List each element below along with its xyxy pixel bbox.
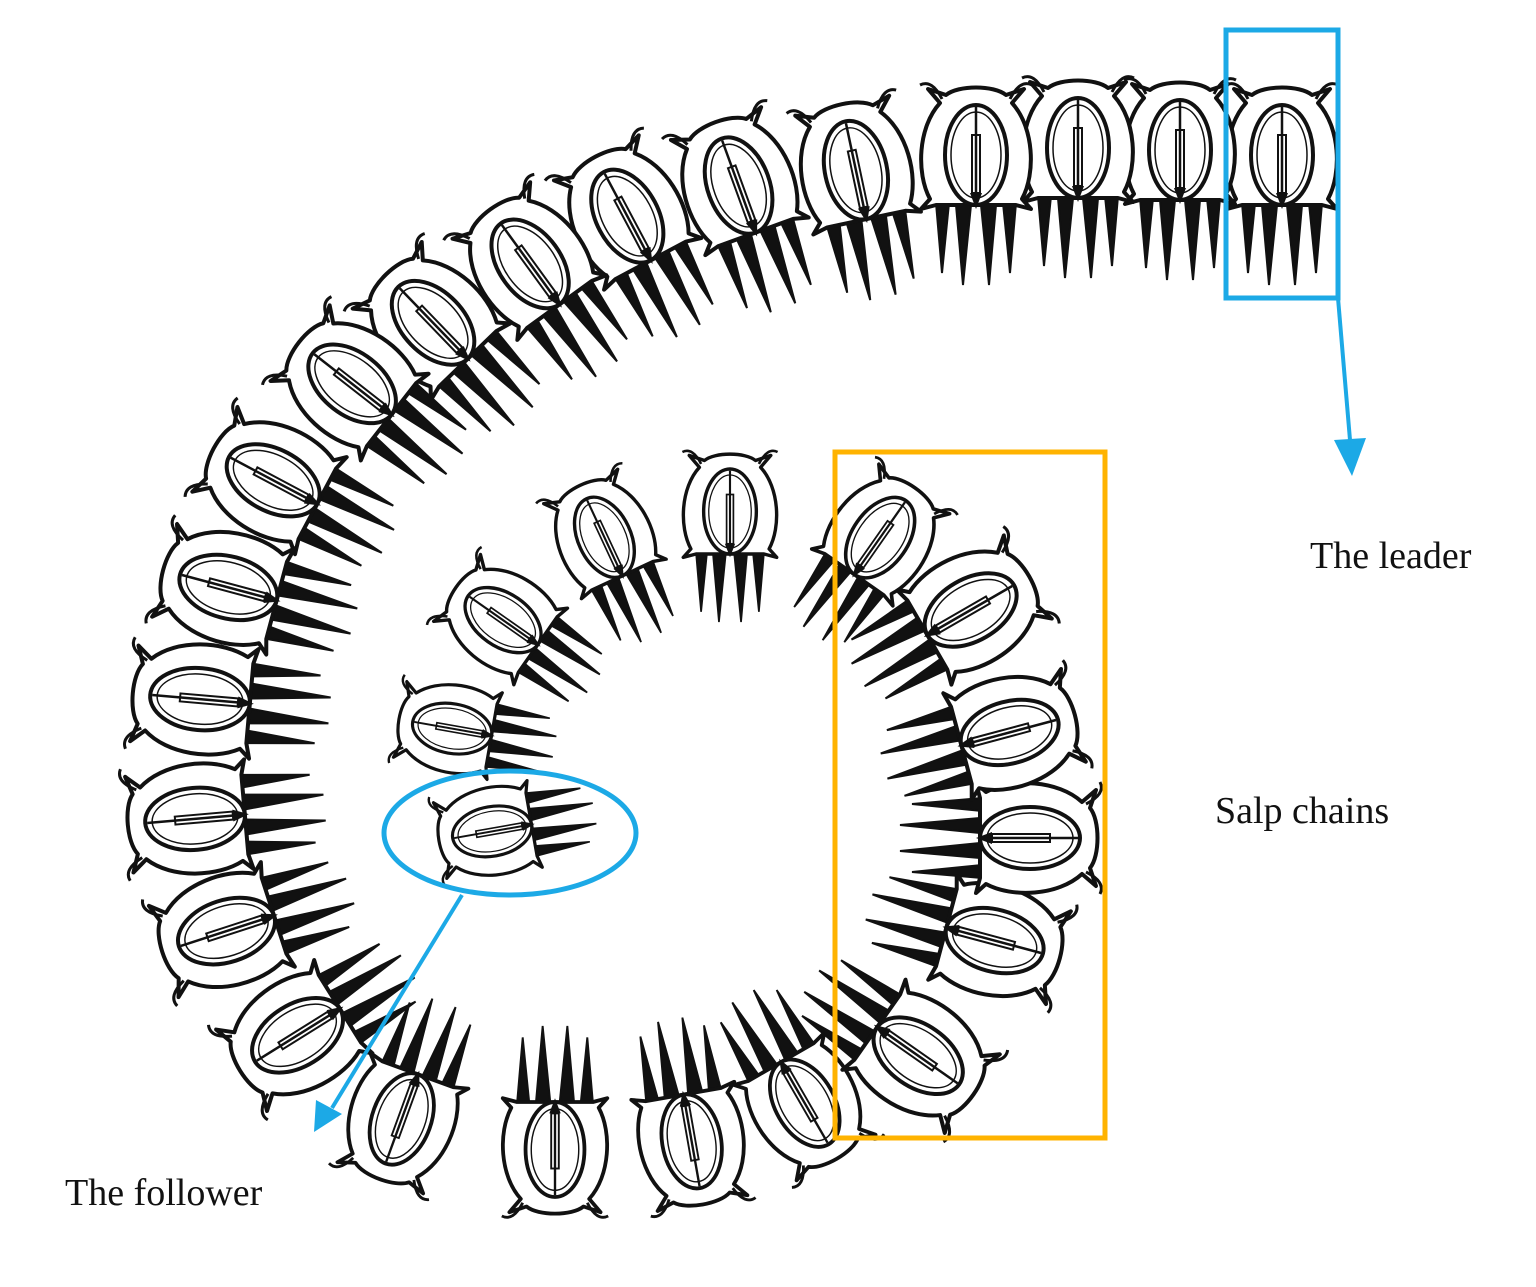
follower-arrow <box>330 893 464 1110</box>
salp-icon <box>680 449 780 624</box>
leader-arrow <box>1336 297 1352 441</box>
leader-highlight-box <box>1223 27 1341 301</box>
follower-highlight-ellipse <box>381 768 639 898</box>
leader-label: The leader <box>1310 535 1472 577</box>
salp-icon <box>122 635 337 769</box>
chains-label: Salp chains <box>1215 790 1389 832</box>
leader-arrow-head <box>1334 438 1366 476</box>
leader-salp-icon <box>1224 81 1340 287</box>
salp-icon <box>499 1024 611 1220</box>
follower-salp-icon <box>426 767 604 888</box>
salp-icon <box>117 749 332 883</box>
chain-highlight-box <box>832 449 1108 1141</box>
salp-icon <box>918 81 1034 287</box>
salp-icon <box>1020 74 1136 280</box>
follower-label: The follower <box>65 1172 263 1214</box>
salp-chain <box>117 74 1340 1220</box>
follower-arrow-head <box>314 1100 342 1132</box>
salp-icon <box>898 780 1104 896</box>
salp-icon <box>1122 76 1238 282</box>
